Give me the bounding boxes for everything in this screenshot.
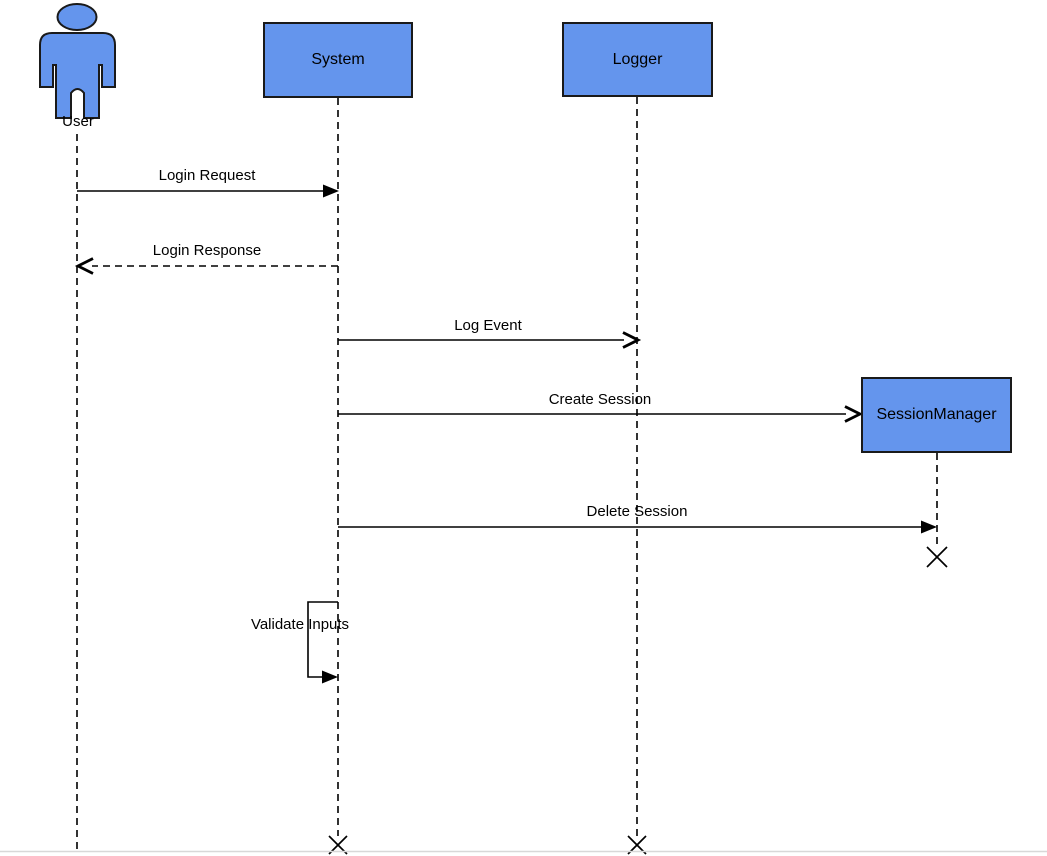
destroy-marker-sessionmanager	[926, 546, 948, 568]
message-label-create-session[interactable]: Create Session	[548, 391, 652, 408]
filled-arrowhead-icon	[921, 520, 937, 534]
participant-box-system[interactable]: System	[263, 22, 413, 98]
participant-box-logger[interactable]: Logger	[562, 22, 713, 97]
message-delete-session-arrow[interactable]	[338, 520, 937, 534]
message-login-response-arrow[interactable]	[74, 257, 338, 275]
message-log-event-arrow[interactable]	[338, 331, 642, 349]
message-label-login-response[interactable]: Login Response	[152, 242, 262, 259]
participant-label-logger: Logger	[612, 50, 663, 68]
participant-box-sessionmanager[interactable]: SessionManager	[861, 377, 1012, 453]
filled-arrowhead-icon	[323, 184, 339, 198]
message-login-request-arrow[interactable]	[77, 184, 339, 198]
actor-user-label: User	[62, 113, 94, 130]
actor-user-figure[interactable]	[39, 3, 116, 119]
actor-head	[56, 3, 98, 31]
message-validate-inputs-self-loop[interactable]	[307, 601, 338, 684]
participant-label-system: System	[311, 51, 365, 68]
message-label-login-request[interactable]: Login Request	[158, 167, 256, 184]
actor-body	[39, 32, 116, 119]
open-arrowhead-icon	[844, 405, 864, 423]
message-label-log-event[interactable]: Log Event	[454, 317, 522, 334]
participant-label-sessionmanager: SessionManager	[876, 406, 997, 423]
open-arrowhead-icon	[74, 257, 94, 275]
message-create-session-arrow[interactable]	[338, 405, 864, 423]
message-label-validate-inputs[interactable]: Validate Inputs	[250, 616, 350, 633]
message-label-delete-session[interactable]: Delete Session	[586, 503, 688, 520]
filled-arrowhead-icon	[322, 670, 338, 684]
open-arrowhead-icon	[622, 331, 642, 349]
